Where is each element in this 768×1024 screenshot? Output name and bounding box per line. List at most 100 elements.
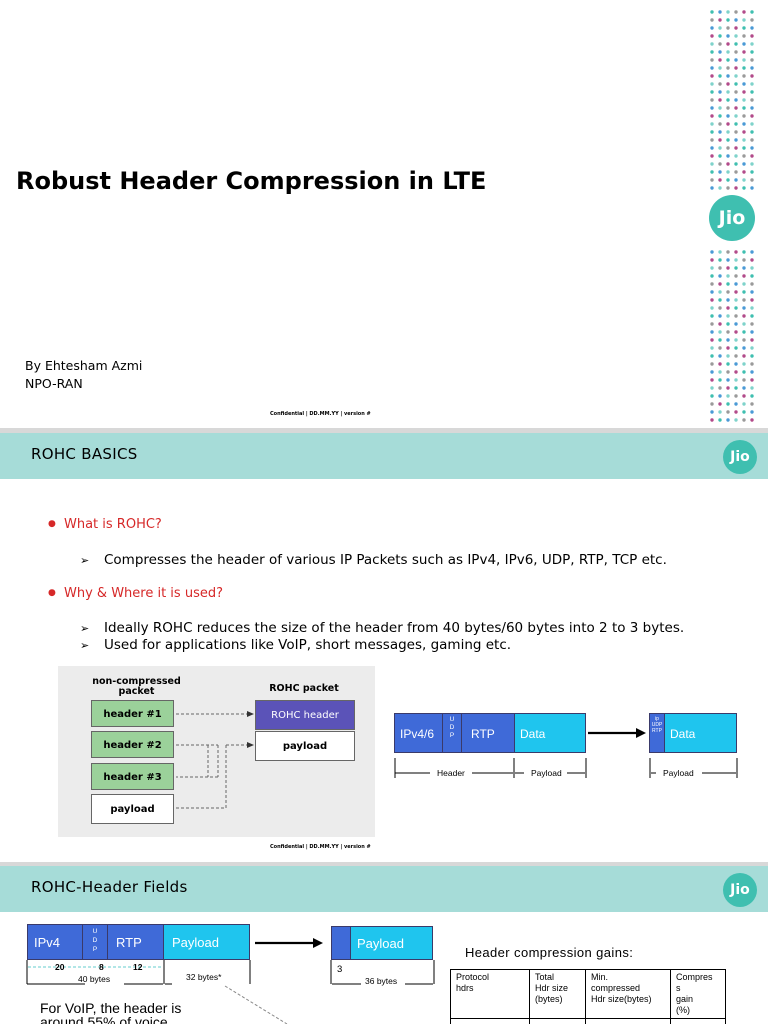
- decorative-dot: [742, 98, 746, 102]
- decorative-dot: [710, 114, 714, 118]
- rohc-packet-label: ROHC packet: [269, 683, 339, 694]
- decorative-dot: [726, 138, 730, 142]
- decorative-dot: [718, 154, 722, 158]
- decorative-dot: [742, 66, 746, 70]
- decorative-dot: [718, 146, 722, 150]
- bullet-dot-icon: ●: [48, 519, 56, 529]
- decorative-dot: [734, 162, 738, 166]
- table-row: Protocol hdrs Total Hdr size (bytes) Min…: [450, 969, 726, 1019]
- decorative-dot: [726, 42, 730, 46]
- decorative-dot: [742, 186, 746, 190]
- slide-footer: Confidential | DD.MM.YY | version #: [270, 411, 371, 417]
- decorative-dot: [710, 98, 714, 102]
- decorative-dot: [750, 298, 754, 302]
- decorative-dot: [710, 18, 714, 22]
- decorative-dot: [742, 50, 746, 54]
- decorative-dot: [718, 314, 722, 318]
- decorative-dot: [750, 386, 754, 390]
- header-box: header #1: [91, 700, 174, 727]
- decorative-dot: [710, 298, 714, 302]
- decorative-dot: [726, 410, 730, 414]
- decorative-dot: [750, 82, 754, 86]
- decorative-dot: [718, 34, 722, 38]
- decorative-dot: [718, 378, 722, 382]
- decorative-dot: [726, 162, 730, 166]
- author-dept: NPO-RAN: [25, 376, 83, 391]
- decorative-dot: [734, 170, 738, 174]
- bullet-question: ●Why & Where it is used?: [48, 586, 223, 601]
- decorative-dot: [718, 266, 722, 270]
- decorative-dot: [718, 58, 722, 62]
- decorative-dot: [718, 122, 722, 126]
- rtp-field: RTP: [461, 713, 515, 753]
- decorative-dot: [726, 386, 730, 390]
- rohc-basics-slide: ROHC BASICS Jio ●What is ROHC? ➢Compress…: [0, 433, 768, 862]
- decorative-dot: [734, 90, 738, 94]
- gains-title: Header compression gains:: [465, 945, 634, 960]
- decorative-dot: [710, 386, 714, 390]
- decorative-dot: [718, 298, 722, 302]
- decorative-dot: [726, 18, 730, 22]
- decorative-dot: [710, 290, 714, 294]
- decorative-dot: [726, 10, 730, 14]
- slide-separator: [0, 428, 768, 433]
- decorative-dot: [726, 370, 730, 374]
- decorative-dot: [718, 306, 722, 310]
- decorative-dot: [718, 418, 722, 422]
- decorative-dot: [726, 402, 730, 406]
- payload-size-label: Payload: [663, 768, 694, 778]
- decorative-dot: [718, 330, 722, 334]
- decorative-dot: [742, 330, 746, 334]
- decorative-dot: [726, 250, 730, 254]
- decorative-dot: [742, 10, 746, 14]
- decorative-dot: [750, 154, 754, 158]
- decorative-dot: [742, 410, 746, 414]
- decorative-dot: [718, 114, 722, 118]
- header-size-label: Header: [437, 768, 465, 778]
- decorative-dot: [734, 250, 738, 254]
- bullet-answer: ➢Compresses the header of various IP Pac…: [80, 552, 667, 568]
- voip-note: For VoIP, the header is around 55% of vo…: [40, 1000, 182, 1024]
- decorative-dot: [710, 402, 714, 406]
- decorative-dot: [710, 306, 714, 310]
- decorative-dot: [710, 354, 714, 358]
- decorative-dot: [718, 74, 722, 78]
- decorative-dot: [742, 322, 746, 326]
- table-cell: Min. compressed Hdr size(bytes): [585, 969, 671, 1019]
- decorative-dot: [734, 106, 738, 110]
- decorative-dot: [750, 402, 754, 406]
- compressed-header-size: 3: [337, 964, 343, 975]
- decorative-dot: [726, 258, 730, 262]
- size-brackets: [26, 960, 435, 1024]
- answer-text: Used for applications like VoIP, short m…: [104, 637, 512, 653]
- slide-title: Robust Header Compression in LTE: [16, 167, 487, 195]
- decorative-dot: [734, 34, 738, 38]
- decorative-dot: [742, 122, 746, 126]
- decorative-dot: [718, 26, 722, 30]
- decorative-dot: [726, 74, 730, 78]
- decorative-dot: [734, 418, 738, 422]
- decorative-dot: [734, 66, 738, 70]
- decorative-dot: [742, 282, 746, 286]
- payload-box: payload: [91, 794, 174, 824]
- decorative-dot: [726, 114, 730, 118]
- decorative-dot: [734, 98, 738, 102]
- decorative-dot: [726, 26, 730, 30]
- decorative-dot: [726, 170, 730, 174]
- decorative-dot: [750, 98, 754, 102]
- decorative-dot: [742, 18, 746, 22]
- compression-gains-table: Protocol hdrs Total Hdr size (bytes) Min…: [450, 969, 726, 1024]
- decorative-dot: [710, 162, 714, 166]
- decorative-dot: [718, 162, 722, 166]
- decorative-dot: [750, 258, 754, 262]
- decorative-dot: [718, 402, 722, 406]
- decorative-dot: [734, 402, 738, 406]
- header-total-size: 40 bytes: [78, 974, 111, 984]
- decorative-dot: [718, 338, 722, 342]
- decorative-dot: [742, 346, 746, 350]
- decorative-dot: [742, 162, 746, 166]
- decorative-dot: [750, 306, 754, 310]
- decorative-dot: [742, 258, 746, 262]
- decorative-dot: [710, 154, 714, 158]
- payload-field: Payload: [163, 924, 250, 960]
